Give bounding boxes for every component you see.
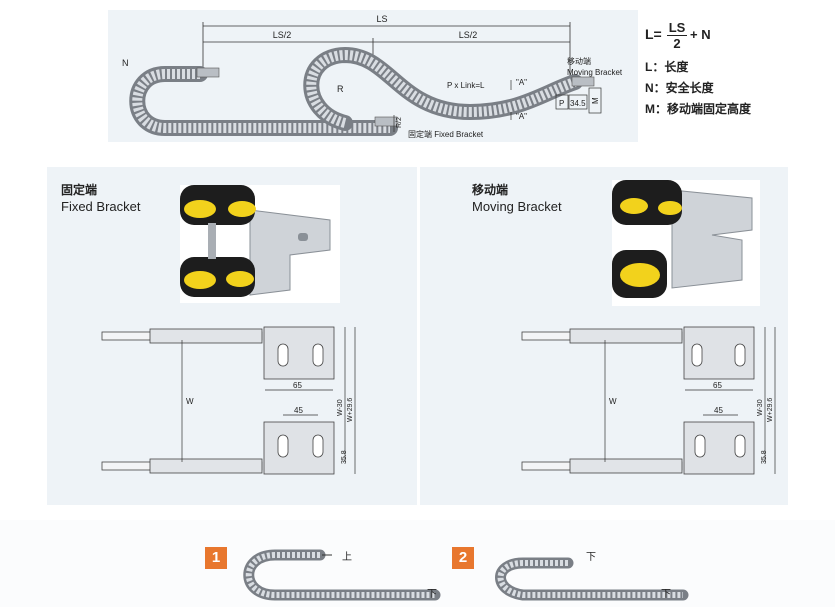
moving-dim-w30: W-30 [757, 399, 764, 416]
label-a-top: "A" [516, 78, 527, 87]
moving-bracket-drawing: W 65 45 W-30 W+29.6 35.8 [521, 326, 776, 475]
moving-title-en: Moving Bracket [472, 199, 562, 214]
moving-en: Moving Bracket [567, 68, 623, 77]
install-option-2: 下 下 [495, 552, 689, 601]
fixed-plate-top [263, 326, 335, 380]
label-n: N [122, 58, 129, 68]
moving-bracket-photo [612, 180, 760, 306]
install-option-1: 上 下 [243, 549, 441, 601]
legend-n: N：安全长度 [645, 81, 714, 95]
fixed-dim-w296: W+29.6 [347, 398, 354, 422]
moving-cn: 移动端 [567, 56, 591, 66]
dim-ls-half-right: LS/2 [459, 30, 478, 40]
moving-dim-358: 35.8 [761, 450, 768, 464]
install-2-down-bottom: 下 [661, 589, 671, 600]
legend-m: M：移动端固定高度 [645, 102, 751, 116]
label-p: P [559, 99, 564, 108]
formula: L= [645, 26, 662, 42]
chain-left-u [129, 66, 398, 136]
fixed-bracket-shape [374, 116, 398, 127]
install-1-up: 上 [342, 551, 352, 563]
moving-bracket-shape [571, 76, 595, 87]
chain-right-loop [303, 46, 583, 131]
chain-layout-drawing: LS LS/2 LS/2 N R P x Link=L "A" "A" P 34… [122, 14, 623, 139]
fixed-dim-w: W [186, 397, 194, 406]
moving-dim-w: W [609, 397, 617, 406]
label-r2: R/2 [396, 117, 403, 128]
label-m: M [591, 97, 600, 104]
fixed-plate-bottom [263, 421, 335, 475]
fixed-dim-45: 45 [294, 406, 303, 415]
moving-dim-w296: W+29.6 [767, 398, 774, 422]
formula-right: + N [690, 27, 711, 42]
label-345: 34.5 [570, 99, 586, 108]
legend-l: L：长度 [645, 60, 689, 74]
option-2-badge: 2 [452, 547, 474, 569]
formula-left: L= [645, 26, 662, 42]
fixed-bracket-photo [180, 185, 340, 303]
label-a-bottom: "A" [516, 112, 527, 121]
moving-title-cn: 移动端 [472, 183, 509, 197]
formula-denominator: 2 [673, 36, 681, 51]
dim-ls: LS [376, 14, 387, 24]
fixed-dim-65: 65 [293, 381, 302, 390]
fixed-bracket-label: 固定端 Fixed Bracket [408, 129, 484, 139]
formula-fraction: LS 2 [667, 20, 687, 51]
moving-dim-65: 65 [713, 381, 722, 390]
label-pxlink: P x Link=L [447, 81, 485, 90]
moving-dim-45: 45 [714, 406, 723, 415]
fixed-dim-w30: W-30 [337, 399, 344, 416]
left-bracket-shape [196, 67, 220, 78]
option-1-badge: 1 [205, 547, 227, 569]
fixed-title-cn: 固定端 [61, 183, 98, 197]
install-2-down-top: 下 [586, 552, 596, 563]
install-1-down: 下 [427, 589, 437, 600]
fixed-title-en: Fixed Bracket [61, 199, 141, 214]
label-r: R [337, 84, 344, 94]
fixed-dim-358: 35.8 [341, 450, 348, 464]
dim-ls-half-left: LS/2 [273, 30, 292, 40]
formula-numerator: LS [667, 20, 687, 36]
fixed-bracket-drawing: W 65 45 W-30 W+29.6 35.8 [101, 326, 356, 475]
